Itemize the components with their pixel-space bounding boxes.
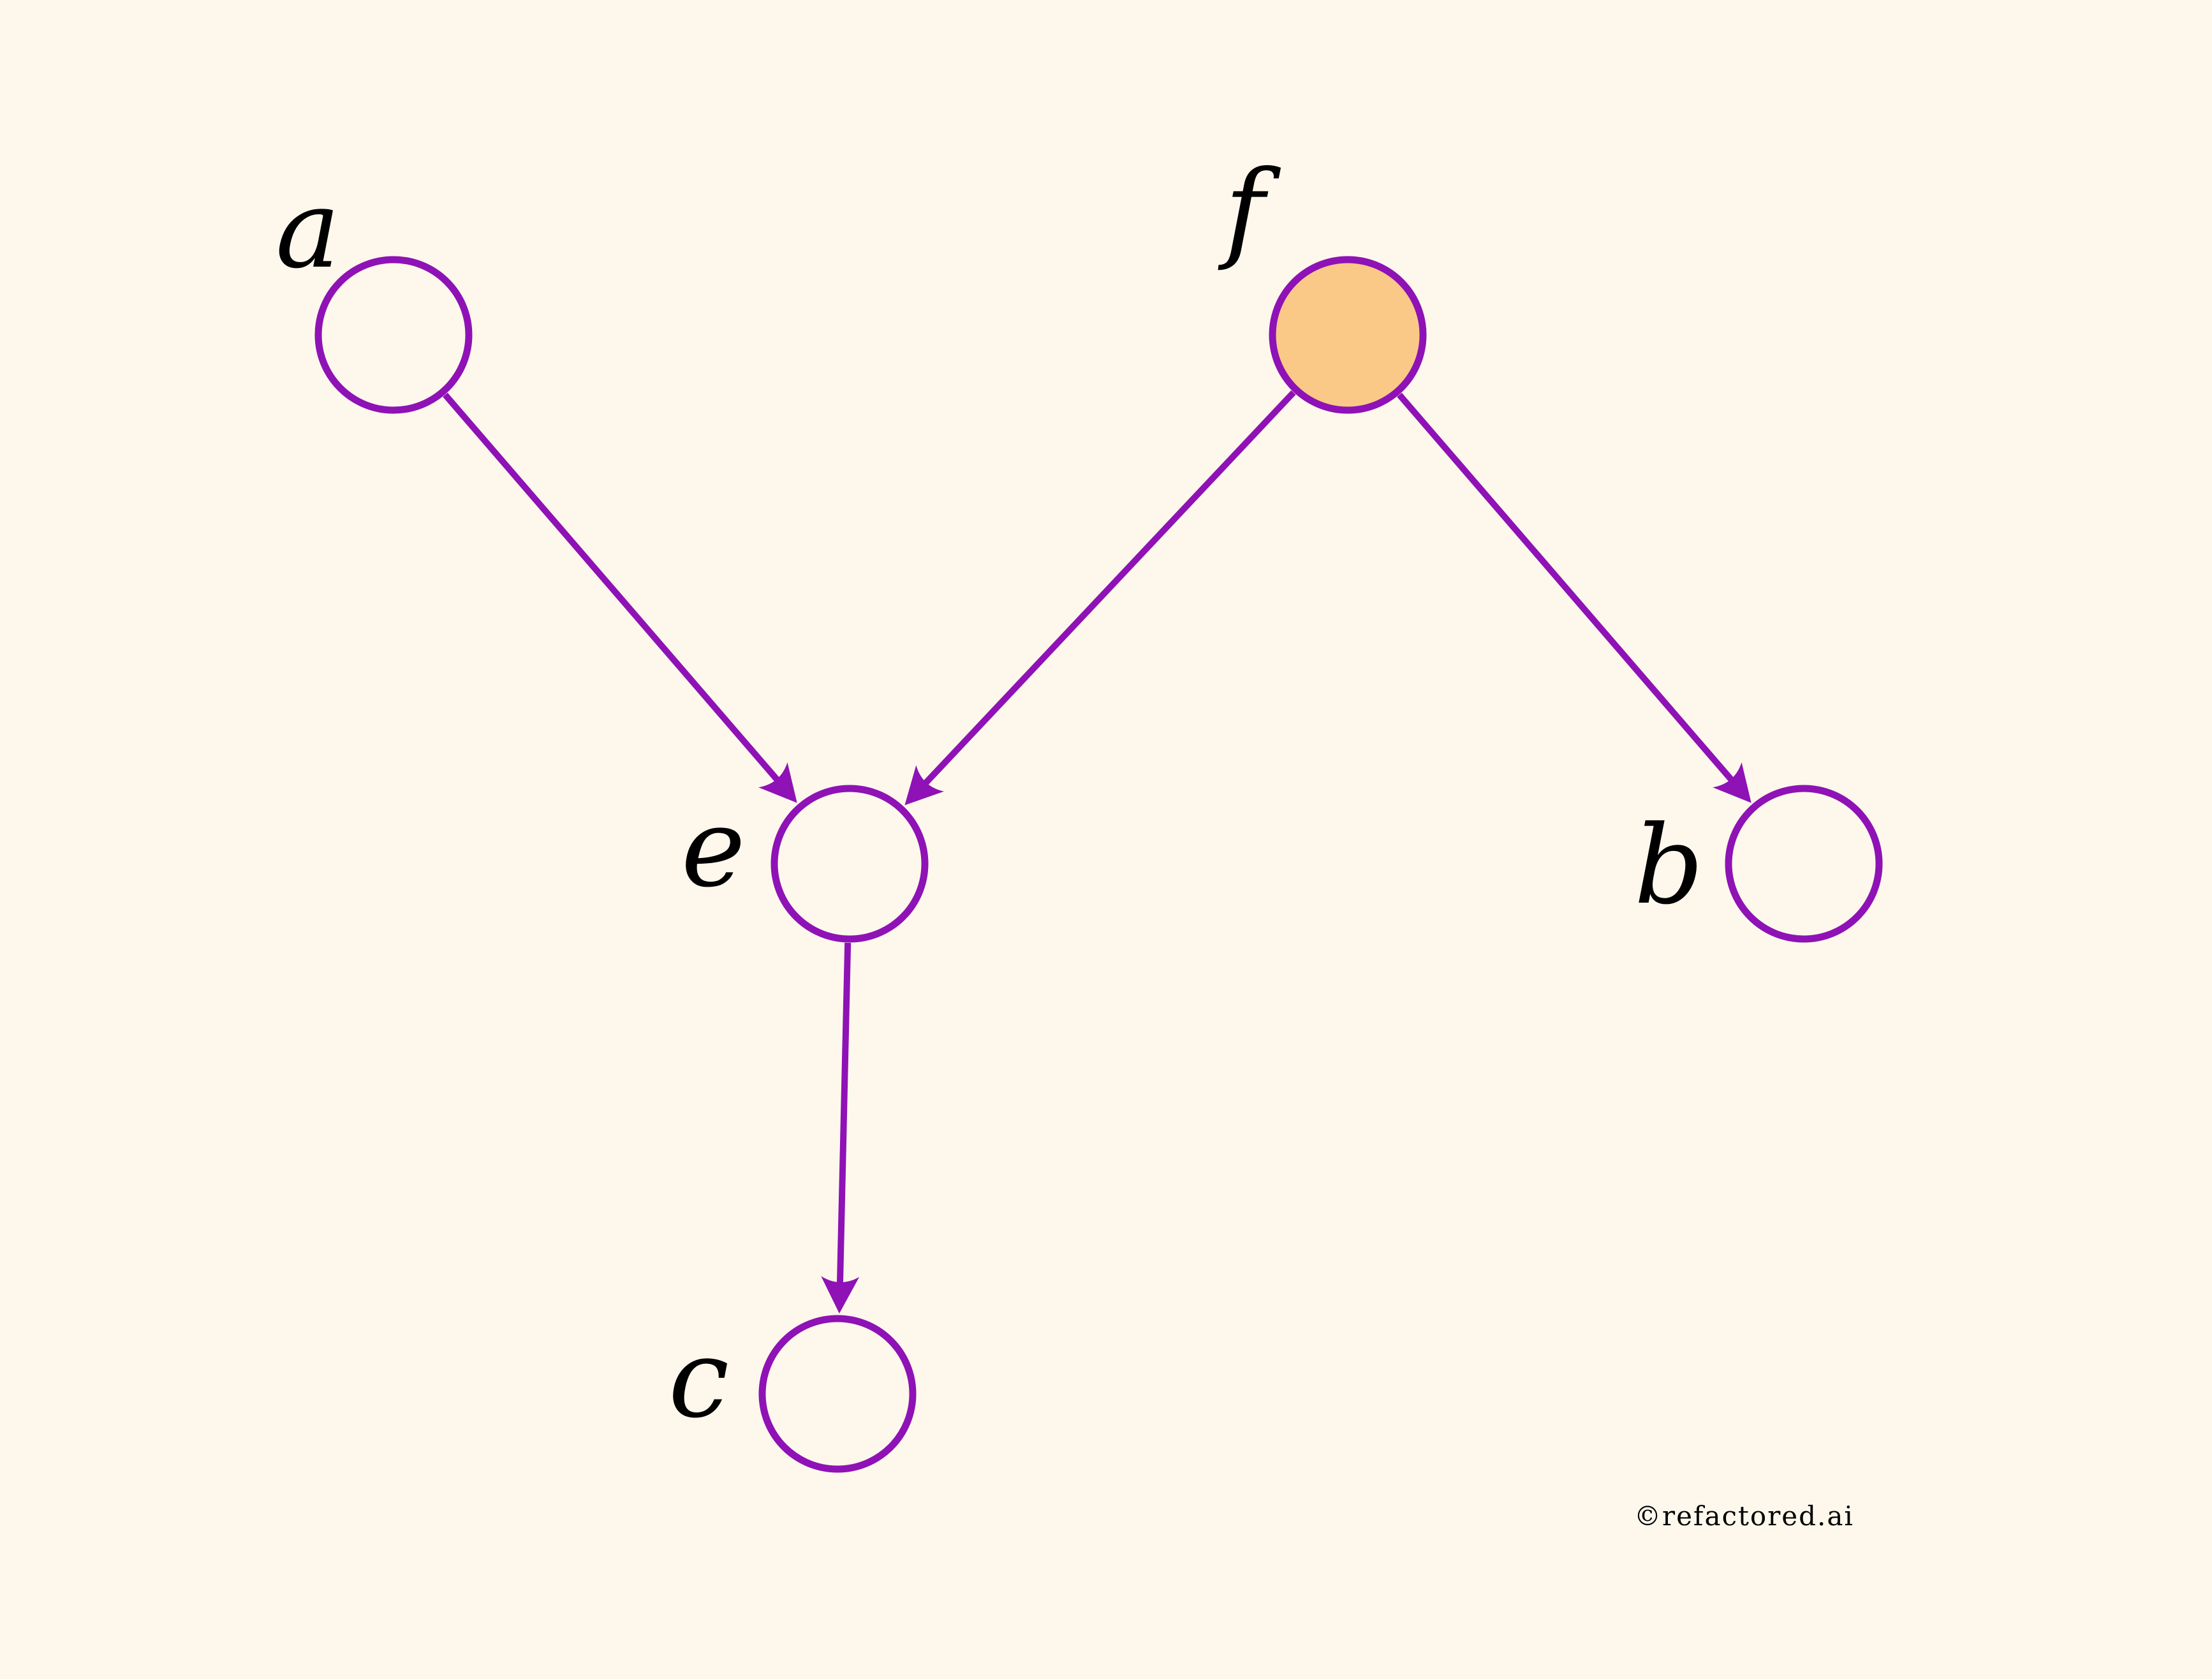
edges-layer <box>443 390 1751 1314</box>
edge-f-e <box>904 390 1296 806</box>
node-a <box>314 256 473 414</box>
node-label-c: c <box>668 1316 729 1442</box>
edge-line <box>443 392 783 786</box>
node-b <box>1725 785 1883 943</box>
arrowhead-icon <box>1713 762 1751 803</box>
arrowhead-icon <box>758 762 797 803</box>
node-c <box>758 1315 917 1473</box>
labels-layer: a f e b c <box>276 147 1704 1442</box>
nodes-layer <box>314 256 1883 1473</box>
node-f <box>1269 256 1427 414</box>
node-e <box>771 785 929 943</box>
arrowhead-icon <box>904 765 945 806</box>
edge-a-e <box>443 392 797 803</box>
node-label-a: a <box>276 166 340 293</box>
edge-f-b <box>1397 392 1751 803</box>
node-label-e: e <box>681 785 746 912</box>
edge-e-c <box>821 942 860 1314</box>
edge-line <box>920 390 1296 789</box>
copyright-credit: ©refactored.ai <box>1634 1500 1854 1532</box>
node-label-b: b <box>1634 803 1704 929</box>
edge-line <box>1397 392 1737 786</box>
arrowhead-icon <box>821 1276 860 1314</box>
edge-line <box>836 942 852 1289</box>
node-label-f: f <box>1218 147 1281 274</box>
